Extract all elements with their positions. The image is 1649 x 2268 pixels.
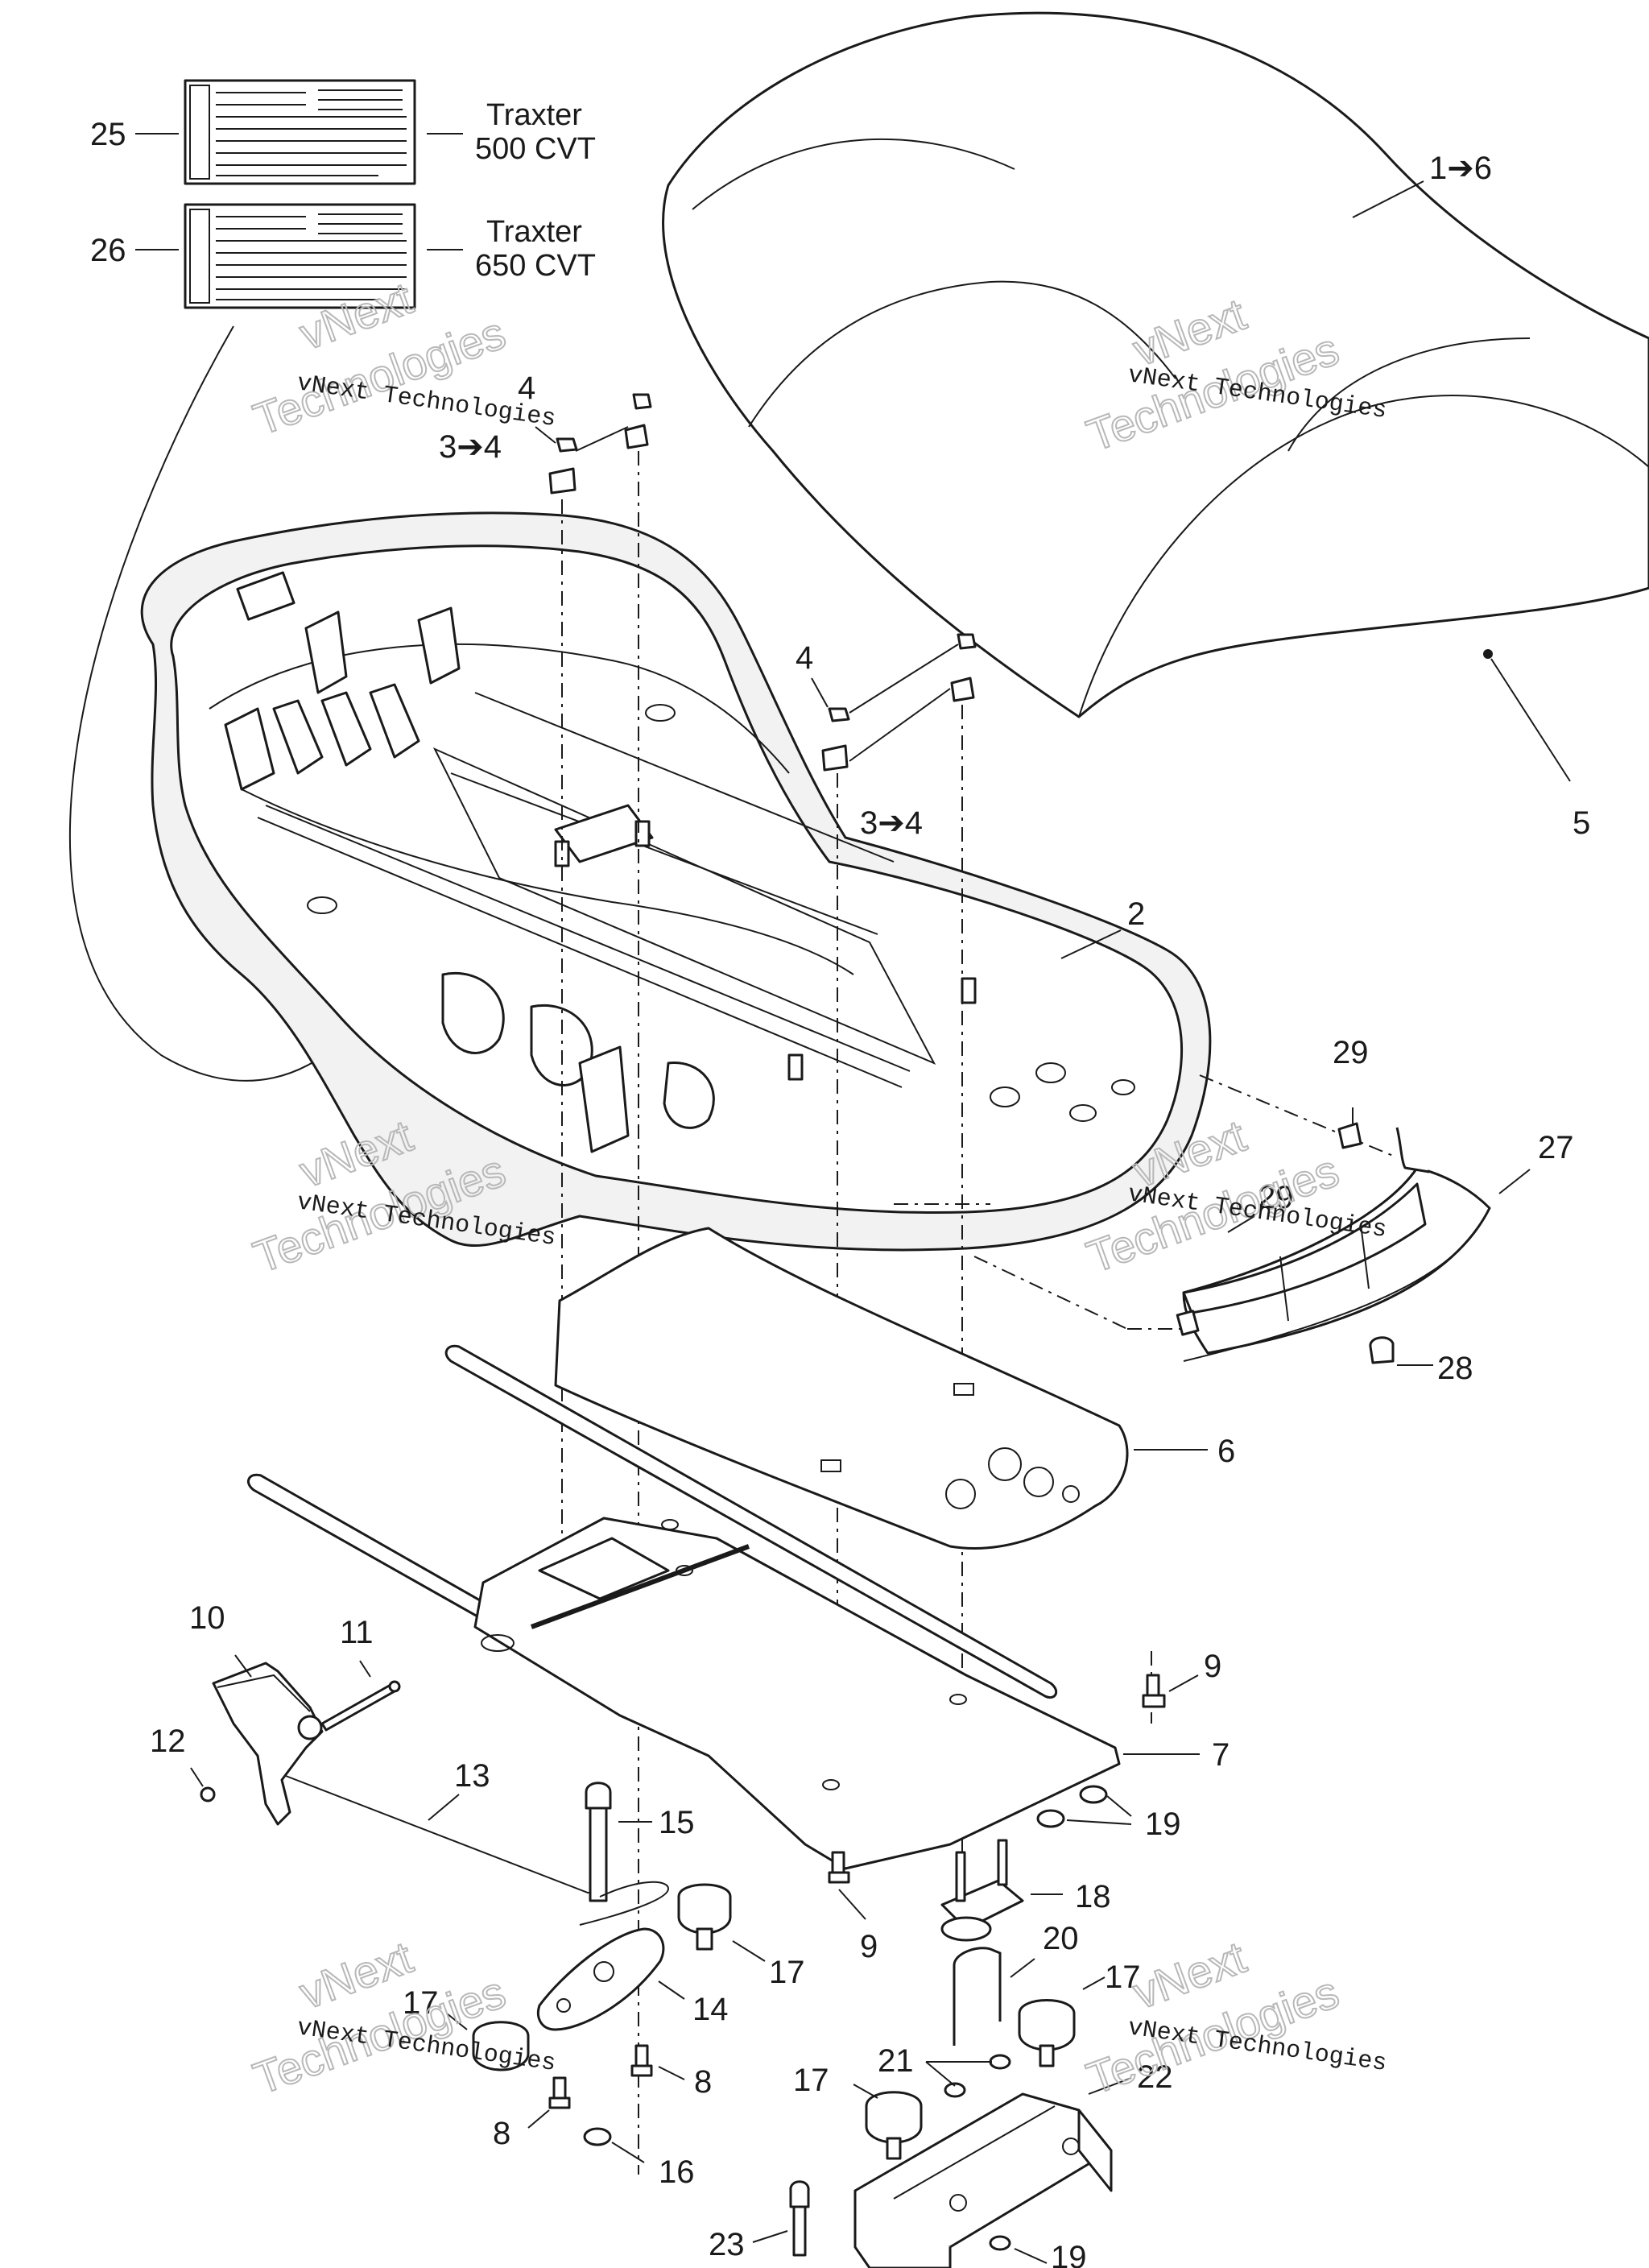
callout-21: 21 <box>878 2043 914 2079</box>
callout-12: 12 <box>150 1724 186 1759</box>
seat-pad <box>554 1227 1129 1550</box>
callout-11: 11 <box>340 1615 374 1650</box>
callout-4-left: 4 <box>518 370 535 406</box>
latch-body-14 <box>536 1927 665 2031</box>
screw-23 <box>789 2180 810 2257</box>
callout-17-c: 17 <box>1105 1960 1141 1995</box>
callout-3to4-right: 3➔4 <box>860 805 923 841</box>
callout-17-d: 17 <box>793 2063 829 2098</box>
callout-8-right: 8 <box>694 2064 712 2100</box>
callout-9-top: 9 <box>1204 1649 1221 1684</box>
callout-25: 25 <box>90 117 126 152</box>
push-rivet-28 <box>1369 1336 1395 1364</box>
model-500-line2: 500 CVT <box>475 132 596 166</box>
screw-8-right <box>630 2044 653 2077</box>
callout-28: 28 <box>1437 1351 1473 1386</box>
mount-bracket-22 <box>853 2092 1113 2268</box>
latch-lever-10 <box>212 1662 324 1826</box>
decal-25 <box>184 79 416 185</box>
callout-17-b: 17 <box>403 1985 439 2021</box>
callout-6: 6 <box>1217 1434 1235 1469</box>
callout-14: 14 <box>692 1992 729 2027</box>
screw-9-bottom <box>828 1851 850 1884</box>
callout-23: 23 <box>709 2227 745 2262</box>
rear-cap <box>1176 1127 1491 1362</box>
nut-19-bottom <box>989 2235 1011 2251</box>
callout-29-bottom: 29 <box>1258 1180 1294 1215</box>
pin-11 <box>320 1680 401 1732</box>
latch-pin-15 <box>579 1782 670 1926</box>
callout-16: 16 <box>659 2154 695 2190</box>
clip-nut-group-right <box>821 633 977 772</box>
model-500-line1: Traxter <box>486 98 582 132</box>
u-bolt-20 <box>953 1947 1002 2046</box>
seat-cover-reference-dot <box>1483 649 1493 659</box>
seat-frame <box>246 1344 1121 1870</box>
callout-7: 7 <box>1212 1737 1230 1773</box>
nuts-19-top <box>1036 1785 1108 1828</box>
callout-22: 22 <box>1137 2059 1173 2095</box>
callout-2: 2 <box>1127 896 1145 932</box>
rivet-29-top <box>1337 1122 1362 1149</box>
callout-13: 13 <box>454 1758 490 1794</box>
clip-12 <box>200 1786 216 1802</box>
rod-13 <box>285 1775 600 1893</box>
callout-4-right: 4 <box>796 640 813 676</box>
screw-9-top <box>1142 1674 1166 1708</box>
bumper-17-a <box>677 1883 732 1951</box>
decal-location-curve <box>68 325 363 1082</box>
callout-10: 10 <box>189 1600 225 1636</box>
callout-5: 5 <box>1573 805 1590 841</box>
washer-16 <box>583 2127 612 2146</box>
decal-26 <box>184 203 416 309</box>
callout-27: 27 <box>1538 1130 1574 1165</box>
model-650-line2: 650 CVT <box>475 249 596 283</box>
callout-9-bottom: 9 <box>860 1929 878 1964</box>
bumper-17-c <box>1018 1999 1076 2067</box>
callout-19-bottom: 19 <box>1051 2240 1087 2268</box>
bumper-17-d <box>865 2091 923 2160</box>
bumper-17-b <box>472 2021 530 2071</box>
callout-19-top: 19 <box>1145 1807 1181 1842</box>
callout-26: 26 <box>90 233 126 268</box>
watermark-bottom-right: vNext Technologies <box>1080 1931 1346 2105</box>
hinge-18 <box>940 1839 1024 1942</box>
nuts-21 <box>944 2054 1011 2098</box>
callout-8-left: 8 <box>493 2116 510 2151</box>
clip-nut-group-left <box>548 393 652 495</box>
seat-base <box>140 511 1212 1252</box>
callout-18: 18 <box>1075 1879 1111 1914</box>
screw-8-left <box>548 2076 571 2109</box>
callout-20: 20 <box>1043 1921 1079 1956</box>
callout-1to6: 1➔6 <box>1429 151 1492 186</box>
seat-cover <box>662 11 1649 718</box>
watermark-bottom-left: vNext Technologies <box>246 1931 513 2105</box>
callout-3to4-left: 3➔4 <box>439 429 502 465</box>
callout-15: 15 <box>659 1805 695 1840</box>
callout-29-top: 29 <box>1333 1035 1369 1070</box>
model-650-line1: Traxter <box>486 215 582 249</box>
callout-17-a: 17 <box>769 1955 805 1990</box>
